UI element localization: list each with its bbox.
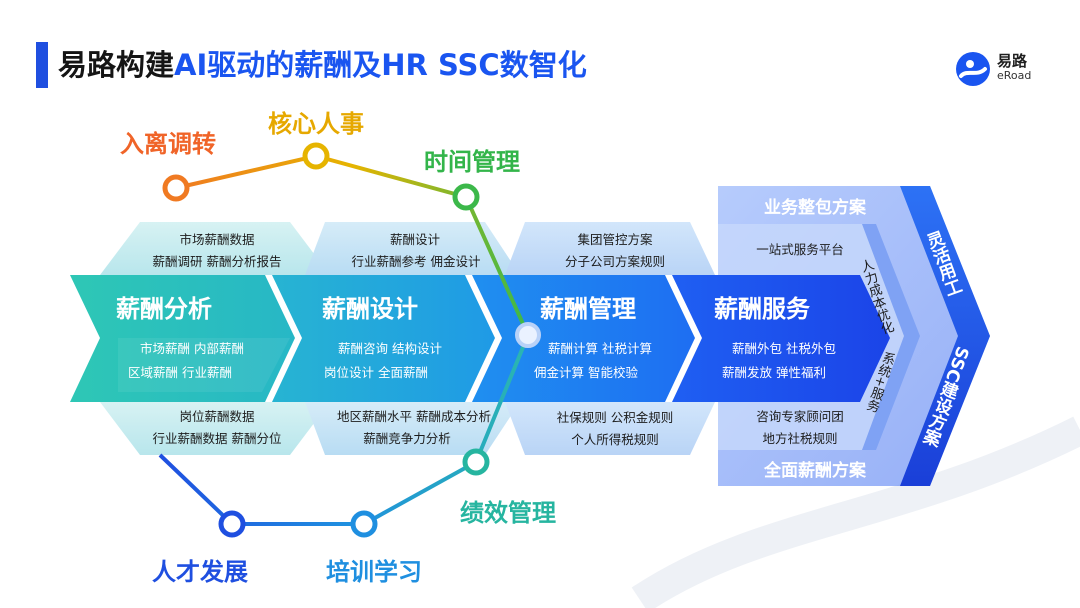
title-part-2: AI驱动的薪酬及HR SSC数智化 <box>174 48 587 82</box>
management-top-1: 集团管控方案 <box>577 232 653 247</box>
design-bottom-1: 地区薪酬水平 薪酬成本分析 <box>337 409 491 424</box>
node-performance-icon <box>462 448 490 476</box>
logo-name-en: eRoad <box>997 69 1032 82</box>
node-center-icon <box>515 322 541 348</box>
node-onboarding-icon <box>162 174 190 202</box>
bg-swoosh <box>631 416 1080 608</box>
analysis-top-2: 薪酬调研 薪酬分析报告 <box>152 254 282 269</box>
management-bottom-band <box>505 402 715 455</box>
service-inner-1: 薪酬外包 社税外包 <box>732 341 836 356</box>
top-timeline-line <box>175 153 530 336</box>
label-core-hr: 核心人事 <box>268 110 364 138</box>
management-inner-2: 佣金计算 智能校验 <box>534 365 638 380</box>
label-talent: 人才发展 <box>152 558 248 586</box>
analysis-inner-2: 区域薪酬 行业薪酬 <box>128 365 232 380</box>
label-onboarding: 入离调转 <box>120 130 216 158</box>
service-top-2: 一站式服务平台 <box>756 242 844 257</box>
design-top-band <box>305 222 520 275</box>
service-top-banner: 业务整包方案 <box>764 198 866 218</box>
design-top-1: 薪酬设计 <box>389 232 440 247</box>
service-inner-strip <box>862 224 920 450</box>
service-bottom-banner: 全面薪酬方案 <box>764 461 866 481</box>
stage-title-analysis: 薪酬分析 <box>116 295 212 323</box>
analysis-top-band <box>100 222 330 275</box>
label-training: 培训学习 <box>326 558 422 586</box>
stage-chevron-design <box>272 275 495 402</box>
stage-chevron-management <box>472 275 695 402</box>
logo-name-cn: 易路 <box>997 52 1028 70</box>
node-core-hr-icon <box>302 142 330 170</box>
design-inner-1: 薪酬咨询 结构设计 <box>338 341 442 356</box>
page-title: 易路构建AI驱动的薪酬及HR SSC数智化 <box>58 40 587 90</box>
service-side-strip <box>900 186 990 486</box>
management-bottom-2: 个人所得税规则 <box>571 432 659 447</box>
analysis-bottom-2: 行业薪酬数据 薪酬分位 <box>152 431 282 446</box>
design-bottom-band <box>305 402 520 455</box>
stage-chevron-service <box>672 275 890 402</box>
analysis-shade <box>118 338 290 392</box>
management-top-band <box>505 222 715 275</box>
management-inner-1: 薪酬计算 社税计算 <box>548 341 652 356</box>
service-bottom-1: 咨询专家顾问团 <box>756 409 844 424</box>
stage-chevron-analysis <box>70 275 295 402</box>
stage-title-design: 薪酬设计 <box>322 295 418 323</box>
analysis-bottom-band <box>100 402 330 455</box>
analysis-top-1: 市场薪酬数据 <box>179 232 255 247</box>
stage-title-service: 薪酬服务 <box>714 295 810 323</box>
management-bottom-1: 社保规则 公积金规则 <box>556 410 674 425</box>
label-performance: 绩效管理 <box>460 499 556 527</box>
analysis-inner-1: 市场薪酬 内部薪酬 <box>140 341 244 356</box>
management-top-2: 分子公司方案规则 <box>564 254 665 269</box>
design-inner-2: 岗位设计 全面薪酬 <box>324 365 428 380</box>
service-inner-2: 薪酬发放 弹性福利 <box>722 365 826 380</box>
node-talent-icon <box>218 510 246 538</box>
node-training-icon <box>350 510 378 538</box>
analysis-bottom-1: 岗位薪酬数据 <box>179 409 255 424</box>
design-bottom-2: 薪酬竞争力分析 <box>363 431 451 446</box>
title-accent-bar <box>36 42 48 88</box>
stage-title-management: 薪酬管理 <box>540 295 636 323</box>
design-top-2: 行业薪酬参考 佣金设计 <box>351 254 481 269</box>
label-time-mgmt: 时间管理 <box>424 148 520 176</box>
title-part-1: 易路构建 <box>58 48 175 82</box>
node-time-mgmt-icon <box>452 183 480 211</box>
service-bottom-2: 地方社税规则 <box>762 431 838 446</box>
eroad-logo-icon <box>956 52 990 86</box>
